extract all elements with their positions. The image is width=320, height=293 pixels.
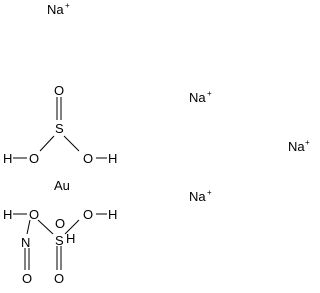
sodium-ion-4: Na (189, 189, 206, 204)
oxygen-lower-bottom-left: O (22, 271, 32, 286)
oxygen-lower-right: O (83, 207, 93, 222)
sodium-charge-4: + (207, 188, 212, 197)
sulfur-lower: S (55, 233, 64, 248)
hydrogen-lower-mid: H (66, 231, 75, 246)
sodium-ion-3: Na (288, 139, 305, 154)
hydrogen-lower-left: H (3, 207, 12, 222)
oxygen-lower-mid: O (55, 216, 65, 231)
bond-s-o-right (63, 135, 80, 152)
oxygen-lower-left: O (29, 207, 39, 222)
sodium-charge-3: + (305, 138, 310, 147)
oxygen-upper-right: O (83, 151, 93, 166)
hydrogen-upper-right: H (108, 151, 117, 166)
hydrogen-upper-left: H (3, 151, 12, 166)
sodium-charge-2: + (207, 89, 212, 98)
bond-s-o-left (39, 135, 55, 152)
sodium-charge-1: + (65, 1, 70, 10)
oxygen-top: O (54, 83, 64, 98)
hydrogen-lower-right: H (108, 207, 117, 222)
gold-atom: Au (54, 178, 70, 193)
sodium-ion-2: Na (189, 90, 206, 105)
nitrogen-lower: N (21, 235, 30, 250)
bond-lower-o-right-s (64, 219, 80, 235)
structure-diagram: Na + Na + Na + Na + Au O S H O O H H O O… (3, 1, 310, 286)
bond-lower-o-n (26, 219, 31, 235)
bond-lower-o-s (37, 219, 54, 235)
sodium-ion-1: Na (47, 2, 64, 17)
structure-svg: Na + Na + Na + Na + Au O S H O O H H O O… (3, 1, 310, 286)
oxygen-lower-bottom: O (54, 271, 64, 286)
oxygen-upper-left: O (29, 151, 39, 166)
sulfur-upper: S (55, 121, 64, 136)
